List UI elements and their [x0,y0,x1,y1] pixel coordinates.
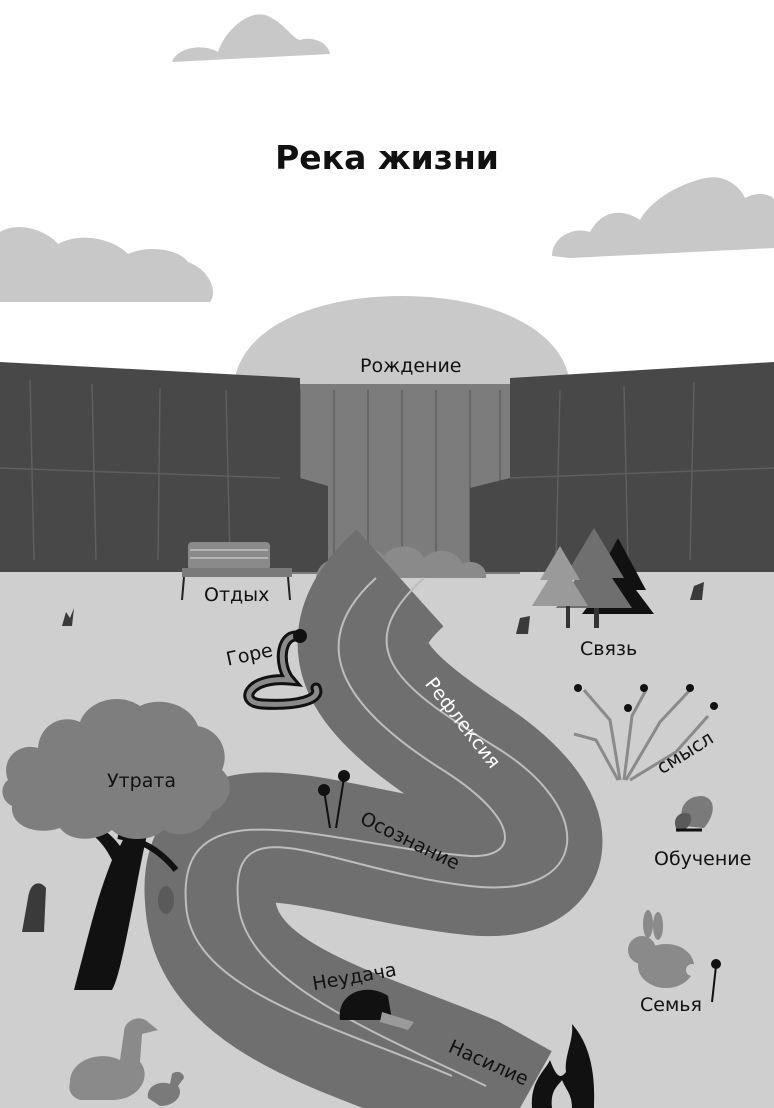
grass-tufts [22,582,704,932]
cattails [318,770,350,829]
cloud-right [552,177,774,258]
ducks-illustration [69,1018,184,1106]
cliff-texture [0,379,774,561]
cap-illustration [339,989,414,1030]
cloud-top [172,14,330,62]
label-rest: Отдых [204,584,270,606]
pine-trees [532,528,654,628]
label-birth: Рождение [360,355,462,377]
river-lines [184,577,569,1087]
rabbit-illustration [628,910,721,1003]
snake-illustration [243,629,323,710]
cliff-right [470,362,774,572]
loss-tree-illustration [2,699,230,990]
label-learning: Обучение [654,848,752,870]
river [144,529,603,1108]
fire-illustration [531,1024,595,1108]
cloud-left [0,227,214,302]
label-family: Семья [640,994,702,1016]
cliff-left [0,362,328,572]
bare-bush-illustration [573,688,710,782]
bush-berries [574,684,718,712]
page-title: Река жизни [275,138,499,177]
sun [234,296,570,384]
label-loss: Утрата [107,770,177,792]
butterfly-illustration [674,796,713,832]
label-connection: Связь [580,638,638,660]
bench-illustration [181,542,292,601]
